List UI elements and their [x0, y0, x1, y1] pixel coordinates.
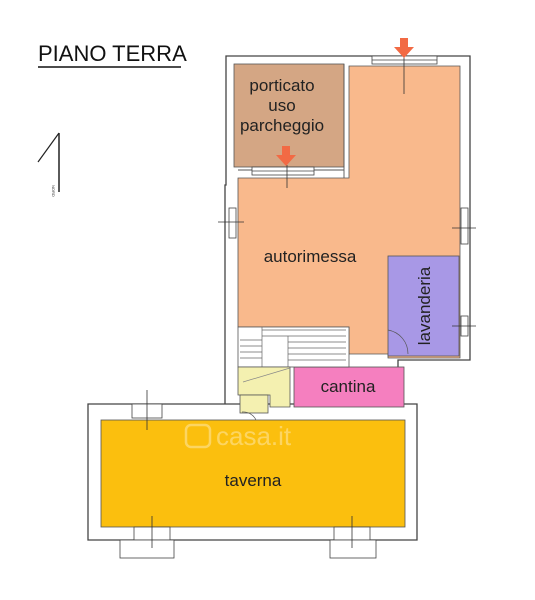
north-label: NORD [51, 185, 56, 197]
label-porticato-1: porticato [249, 76, 314, 95]
watermark-logo: casa.it [184, 421, 292, 451]
entrance-arrow-icon [394, 38, 414, 58]
label-cantina: cantina [321, 377, 376, 396]
room-taverna [100, 419, 406, 528]
door-swings [241, 329, 409, 421]
watermark-text: casa.it [216, 421, 292, 451]
label-taverna: taverna [225, 471, 282, 490]
plan-title: PIANO TERRA [38, 41, 187, 66]
stair-landing [237, 366, 291, 408]
room-cantina [293, 366, 405, 408]
staircase [237, 326, 350, 414]
entrance-arrow-icon [276, 146, 296, 166]
label-autorimessa: autorimessa [264, 247, 357, 266]
label-porticato-3: parcheggio [240, 116, 324, 135]
label-lavanderia: lavanderia [415, 266, 434, 345]
label-porticato-2: uso [268, 96, 295, 115]
room-lavanderia [387, 255, 460, 357]
north-arrow-icon: NORD [37, 132, 60, 197]
window-marks [146, 52, 476, 548]
